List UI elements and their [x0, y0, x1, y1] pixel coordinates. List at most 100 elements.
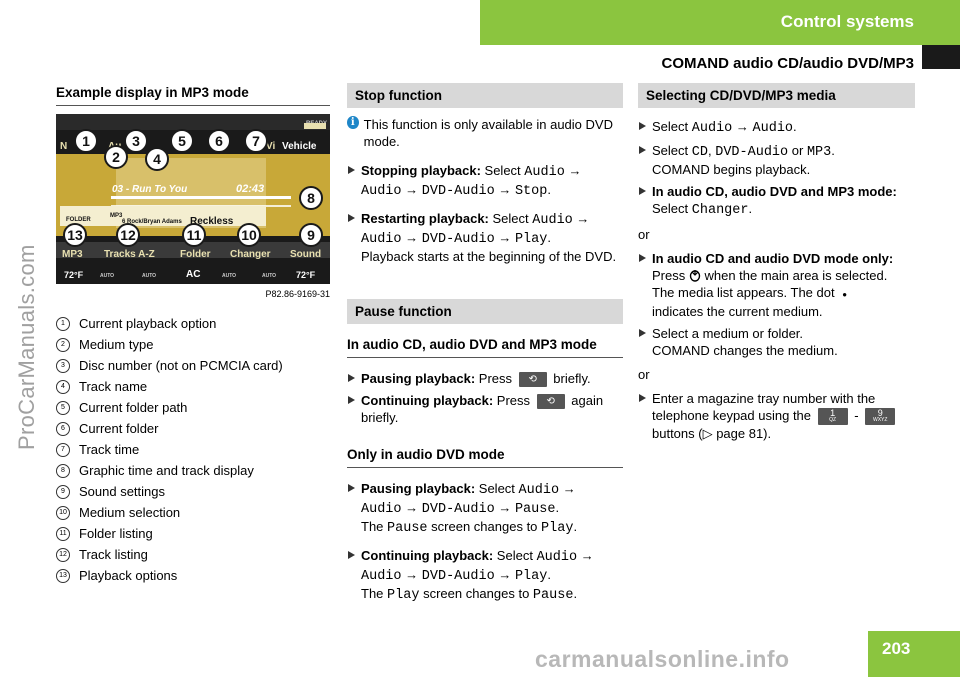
subsection-title: COMAND audio CD/audio DVD/MP3 [661, 55, 914, 72]
screen-current-folder: Reckless [190, 216, 234, 227]
menu-audio: Audio [518, 483, 560, 499]
section-title: Control systems [780, 12, 914, 31]
menu-pause: Pause [514, 502, 556, 518]
climate-auto-4: AUTO [262, 273, 277, 279]
climate-auto-2: AUTO [142, 273, 157, 279]
legend-text: Current folder [79, 421, 159, 436]
legend-item: 6 Current folder [56, 418, 330, 439]
press-word: Press [496, 393, 531, 409]
briefly-text: briefly. [553, 371, 591, 386]
legend-text: Folder listing [79, 526, 153, 541]
legend-text: Track listing [79, 547, 148, 562]
stop-info-text: This function is only available in audio… [363, 117, 613, 149]
callout-6: 6 [207, 129, 231, 153]
step-continuing-dvd: Continuing playback: Select Audio → Audi… [347, 547, 623, 604]
pause-subheading-all-modes: In audio CD, audio DVD and MP3 mode [347, 336, 623, 358]
side-watermark: ProCarManuals.com [14, 244, 39, 450]
section-header-bar: Control systems [480, 0, 960, 45]
legend-number: 4 [56, 379, 70, 394]
callout-8: 8 [299, 186, 323, 210]
legend-number: 3 [56, 358, 70, 373]
screen-medium-type: MP3 [110, 213, 123, 219]
pause-key-icon: ⟲ [536, 394, 565, 410]
pause-key-icon: ⟲ [518, 372, 547, 388]
legend-number: 13 [56, 568, 70, 583]
period: . [573, 586, 578, 602]
keypad-1-letters: QZ [829, 417, 837, 424]
selecting-media-heading: Selecting CD/DVD/MP3 media [638, 83, 915, 108]
arrow-icon: → [405, 230, 419, 245]
legend-text: Playback options [79, 568, 178, 583]
menu-audio: Audio [524, 165, 565, 180]
select-word: Select [478, 481, 515, 497]
step-pausing-dvd: Pausing playback: Select Audio → Audio →… [347, 480, 623, 537]
period: . [748, 201, 753, 216]
select-word: Select [652, 201, 689, 216]
screen-track-time: 02:43 [236, 183, 265, 195]
stop-function-heading: Stop function [347, 83, 623, 108]
legend-text: Sound settings [79, 484, 166, 499]
bottom-menu-tracks: Tracks A-Z [104, 249, 155, 260]
again-briefly-text: again briefly. [361, 393, 604, 426]
legend-number: 12 [56, 547, 70, 562]
callout-9: 9 [299, 223, 323, 247]
arrow-icon: → [735, 119, 749, 134]
legend-text: Current playback option [79, 316, 217, 331]
restart-description: Playback starts at the beginning of the … [361, 249, 617, 264]
callout-1: 1 [74, 129, 98, 153]
select-medium-text: Select a medium or folder. [652, 326, 804, 341]
display-example-heading: Example display in MP3 mode [56, 84, 330, 106]
legend-text: Medium type [79, 337, 154, 352]
legend-number: 6 [56, 421, 70, 436]
period: . [831, 143, 835, 158]
arrow-icon: → [498, 182, 512, 197]
buttons-page-ref: buttons (▷ page 81). [652, 426, 772, 442]
keypad-1-digit: 1 [830, 408, 836, 419]
menu-audio: Audio [752, 121, 794, 136]
step-select-audio: Select Audio → Audio. [638, 118, 915, 137]
menu-audio: Audio [691, 121, 733, 136]
menu-pause: Pause [532, 588, 574, 604]
bottom-menu-mp3: MP3 [62, 249, 83, 260]
callout-11: 11 [182, 223, 206, 247]
menu-audio: Audio [536, 550, 578, 566]
climate-ac: AC [186, 269, 201, 280]
legend-text: Medium selection [79, 505, 181, 520]
step-restarting: Restarting playback: Select Audio → Audi… [347, 210, 623, 265]
menu-audio: Audio [532, 213, 573, 228]
menu-audio: Audio [361, 502, 402, 518]
legend-text: Track time [79, 442, 140, 457]
press-word: Press [478, 371, 513, 386]
info-icon: i [347, 116, 359, 129]
legend-item: 12 Track listing [56, 544, 330, 565]
bottom-menu-folder: Folder [180, 249, 211, 260]
climate-left-temp: 72°F [64, 270, 84, 280]
screen-track-name: 03 - Run To You [112, 184, 188, 195]
menu-dvd-audio: DVD-Audio [421, 569, 495, 585]
period: . [547, 182, 551, 197]
period: . [555, 500, 560, 516]
step-label: Restarting playback: [361, 211, 489, 226]
top-menu-vehicle: Vehicle [282, 141, 317, 152]
arrow-icon: → [562, 481, 576, 497]
legend-number: 7 [56, 442, 70, 457]
pause-subheading-dvd: Only in audio DVD mode [347, 446, 623, 469]
period: . [547, 567, 551, 583]
step-select-changer: In audio CD, audio DVD and MP3 mode: Sel… [638, 183, 915, 219]
keypad-9-digit: 9 [877, 408, 883, 419]
legend-number: 5 [56, 400, 70, 415]
step-label: In audio CD, audio DVD and MP3 mode: [652, 184, 897, 199]
menu-changer: Changer [691, 203, 749, 218]
arrow-icon: → [568, 163, 582, 178]
the-word: The [361, 519, 384, 535]
arrow-icon: → [580, 548, 594, 564]
menu-play: Play [514, 569, 548, 585]
screen-folder-path: 6 Rock/Bryan Adams [122, 219, 182, 225]
menu-dvd-audio: DVD-Audio [421, 232, 495, 247]
climate-right-temp: 72°F [296, 270, 316, 280]
arrow-icon: → [498, 230, 512, 245]
